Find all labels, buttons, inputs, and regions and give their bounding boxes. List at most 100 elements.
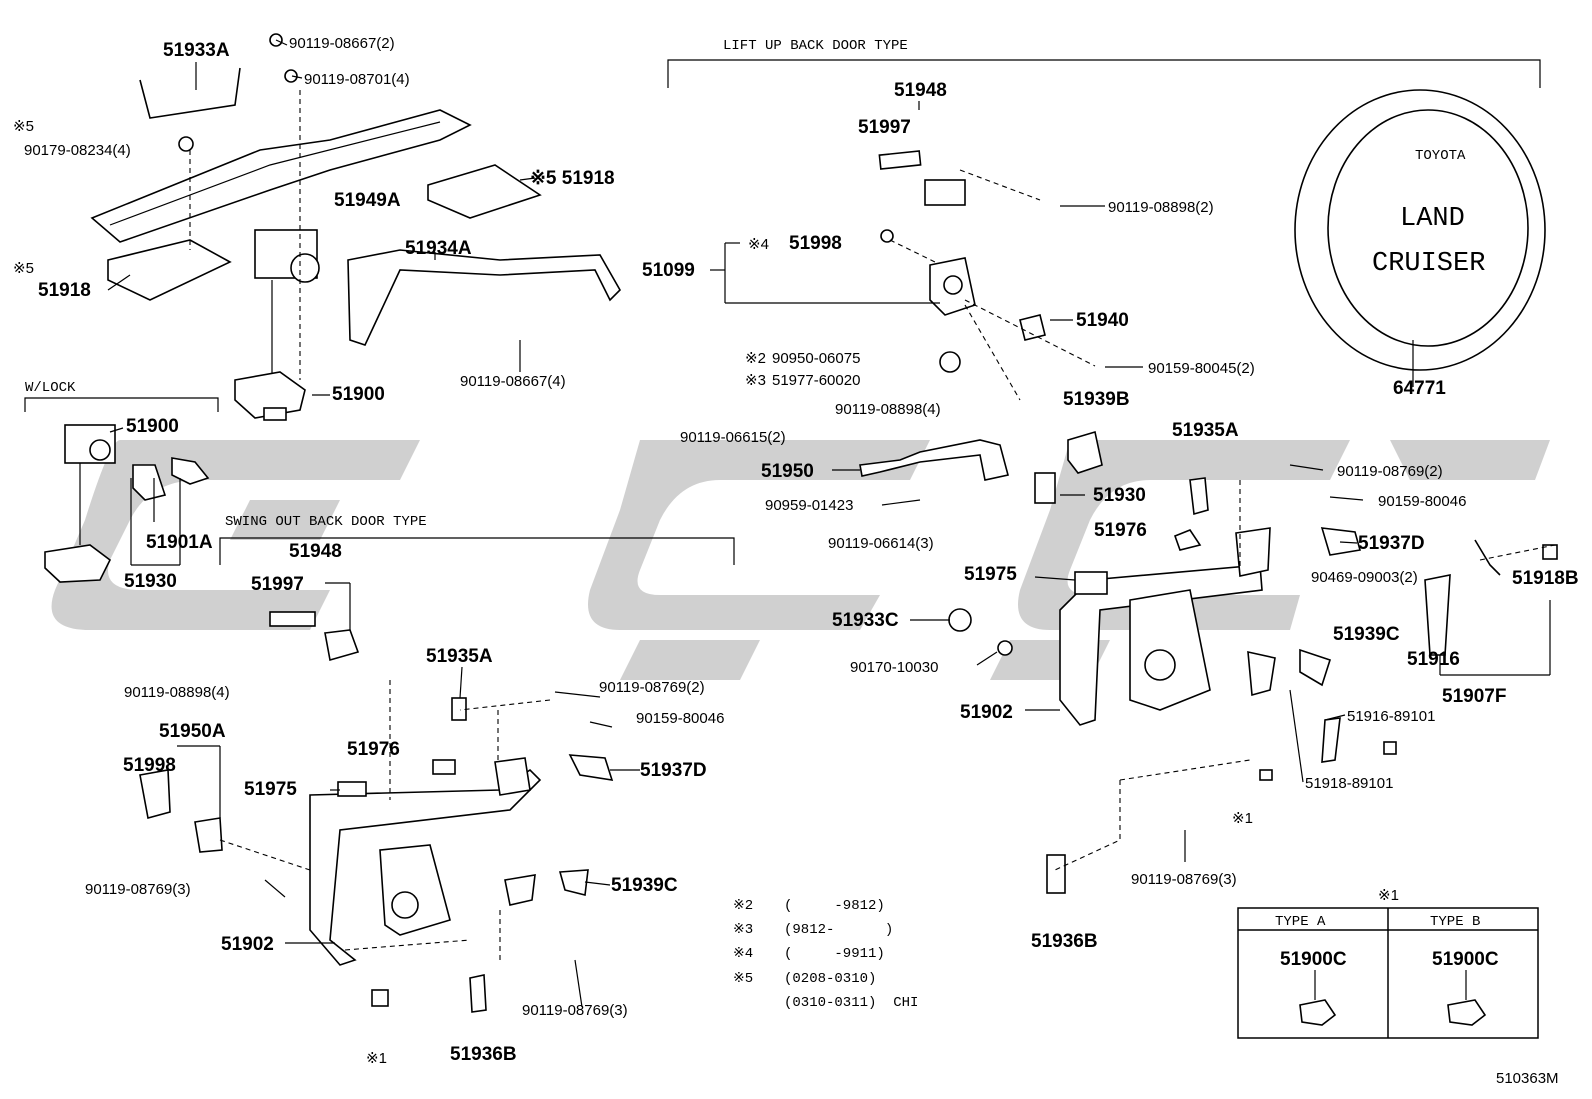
label-51998-left: 51998 xyxy=(123,755,176,776)
label-51901A: 51901A xyxy=(146,532,213,553)
label-90950-06075: 90950-06075 xyxy=(772,350,860,367)
footnote-range: ( -9911) xyxy=(784,946,885,962)
type-table: ※1 TYPE A TYPE B 51900C 51900C xyxy=(1237,887,1539,1039)
w-lock-illustration xyxy=(44,424,210,583)
type-a-fitting-illustration xyxy=(1299,999,1337,1026)
label-51918-left: 51918 xyxy=(38,280,91,301)
label-51933A: 51933A xyxy=(163,40,230,61)
label-51975-right: 51975 xyxy=(964,564,1017,585)
label-90469-09003-2: 90469-09003(2) xyxy=(1311,569,1418,586)
label-51916: 51916 xyxy=(1407,649,1460,670)
label-90119-08898-4-top: 90119-08898(4) xyxy=(835,401,941,418)
swing-out-bracket: SWING OUT BACK DOOR TYPE xyxy=(219,514,735,565)
label-51948-top: 51948 xyxy=(894,80,947,101)
label-90119-08701-4: 90119-08701(4) xyxy=(304,71,410,88)
label-90119-08769-3-left: 90119-08769(3) xyxy=(85,881,191,898)
label-51937D-left: 51937D xyxy=(640,760,707,781)
footnote-mark: ※3 xyxy=(733,922,753,938)
label-mark3: ※3 xyxy=(745,372,766,389)
lift-up-bracket: LIFT UP BACK DOOR TYPE xyxy=(667,38,1541,88)
type-b-fitting-illustration xyxy=(1447,999,1487,1026)
swing-out-section-title: SWING OUT BACK DOOR TYPE xyxy=(225,514,427,530)
label-mark1-left: ※1 xyxy=(366,1050,387,1067)
type-a-header: TYPE A xyxy=(1275,914,1326,930)
label-90119-06614-3: 90119-06614(3) xyxy=(828,535,934,552)
label-90119-08667-4: 90119-08667(4) xyxy=(460,373,566,390)
label-51918B: 51918B xyxy=(1512,568,1579,589)
label-mark5-a: ※5 xyxy=(13,118,34,135)
label-51900-lock: 51900 xyxy=(126,416,179,437)
label-51934A: 51934A xyxy=(405,238,472,259)
label-51948-left: 51948 xyxy=(289,541,342,562)
label-51099: 51099 xyxy=(642,260,695,281)
label-mark1-right: ※1 xyxy=(1232,810,1253,827)
label-51997-top: 51997 xyxy=(858,117,911,138)
footnote-mark: ※2 xyxy=(733,898,753,914)
label-90179-08234-4: 90179-08234(4) xyxy=(24,142,131,159)
label-90119-08769-2-right: 90119-08769(2) xyxy=(1337,463,1443,480)
spare-tire-cover: TOYOTA LAND CRUISER xyxy=(1294,89,1546,371)
lift-up-section-title: LIFT UP BACK DOOR TYPE xyxy=(723,38,908,54)
label-51918-right: ※5 51918 xyxy=(530,168,615,189)
tire-cruiser-text: CRUISER xyxy=(1372,249,1485,279)
lift-up-illustration xyxy=(859,150,1558,894)
label-51936B-right: 51936B xyxy=(1031,931,1098,952)
label-90159-80046-right: 90159-80046 xyxy=(1378,493,1466,510)
label-51939C-left: 51939C xyxy=(611,875,678,896)
footnote-range: ( -9812) xyxy=(784,898,885,914)
label-51918-89101: 51918-89101 xyxy=(1305,775,1393,792)
label-90119-08898-4-left: 90119-08898(4) xyxy=(124,684,230,701)
type-a-part: 51900C xyxy=(1280,949,1347,970)
label-51902-right: 51902 xyxy=(960,702,1013,723)
type-b-header: TYPE B xyxy=(1430,914,1480,930)
label-90119-08769-2-left: 90119-08769(2) xyxy=(599,679,705,696)
diagram-code: 510363M xyxy=(1496,1070,1559,1087)
tire-brand-text: TOYOTA xyxy=(1415,148,1466,164)
label-mark2: ※2 xyxy=(745,350,766,367)
label-90959-01423: 90959-01423 xyxy=(765,497,853,514)
label-51939C-right: 51939C xyxy=(1333,624,1400,645)
label-90119-08769-3-bottom: 90119-08769(3) xyxy=(522,1002,628,1019)
label-51937D-right: 51937D xyxy=(1358,533,1425,554)
labels-top-left: 51933A 90119-08667(2) 90119-08701(4) ※5 … xyxy=(13,35,615,592)
label-51976-left: 51976 xyxy=(347,739,400,760)
label-64771: 64771 xyxy=(1393,378,1446,399)
footnote-range: (0208-0310) xyxy=(784,971,876,987)
label-90119-08769-3-right: 90119-08769(3) xyxy=(1131,871,1237,888)
label-51949A: 51949A xyxy=(334,190,401,211)
label-90119-08667-2: 90119-08667(2) xyxy=(289,35,395,52)
footnote-range: (9812- ) xyxy=(784,922,893,938)
labels-swing-out: 51948 51997 90119-08898(4) 51935A 90119-… xyxy=(85,541,724,1067)
label-51950A: 51950A xyxy=(159,721,226,742)
label-51975-left: 51975 xyxy=(244,779,297,800)
label-51997-left: 51997 xyxy=(251,574,304,595)
swing-out-illustration xyxy=(139,611,614,1013)
footnotes: ※2 ( -9812) ※3 (9812- ) ※4 ( -9911) ※5 (… xyxy=(733,898,918,1011)
w-lock-section-title: W/LOCK xyxy=(25,380,76,396)
footnote-range: (0310-0311) CHI xyxy=(784,995,918,1011)
label-51933C: 51933C xyxy=(832,610,899,631)
label-51940: 51940 xyxy=(1076,310,1129,331)
type-b-part: 51900C xyxy=(1432,949,1499,970)
label-90159-80046-left: 90159-80046 xyxy=(636,710,724,727)
footnote-mark: ※5 xyxy=(733,971,753,987)
label-mark5-b: ※5 xyxy=(13,260,34,277)
tire-land-text: LAND xyxy=(1400,204,1465,234)
footnote-mark: ※4 xyxy=(733,946,753,962)
label-51977-60020: 51977-60020 xyxy=(772,372,860,389)
label-90119-08898-2: 90119-08898(2) xyxy=(1108,199,1214,216)
label-90119-06615-2: 90119-06615(2) xyxy=(680,429,786,446)
label-51998-top: 51998 xyxy=(789,233,842,254)
label-51930-right: 51930 xyxy=(1093,485,1146,506)
label-90159-80045-2: 90159-80045(2) xyxy=(1148,360,1255,377)
label-51907F: 51907F xyxy=(1442,686,1506,707)
label-51900-top: 51900 xyxy=(332,384,385,405)
label-51930-left: 51930 xyxy=(124,571,177,592)
label-51935A-right: 51935A xyxy=(1172,420,1239,441)
w-lock-bracket: W/LOCK xyxy=(24,380,219,412)
label-51916-89101: 51916-89101 xyxy=(1347,708,1435,725)
label-51902-left: 51902 xyxy=(221,934,274,955)
label-mark4: ※4 xyxy=(748,236,769,253)
label-51976-right: 51976 xyxy=(1094,520,1147,541)
